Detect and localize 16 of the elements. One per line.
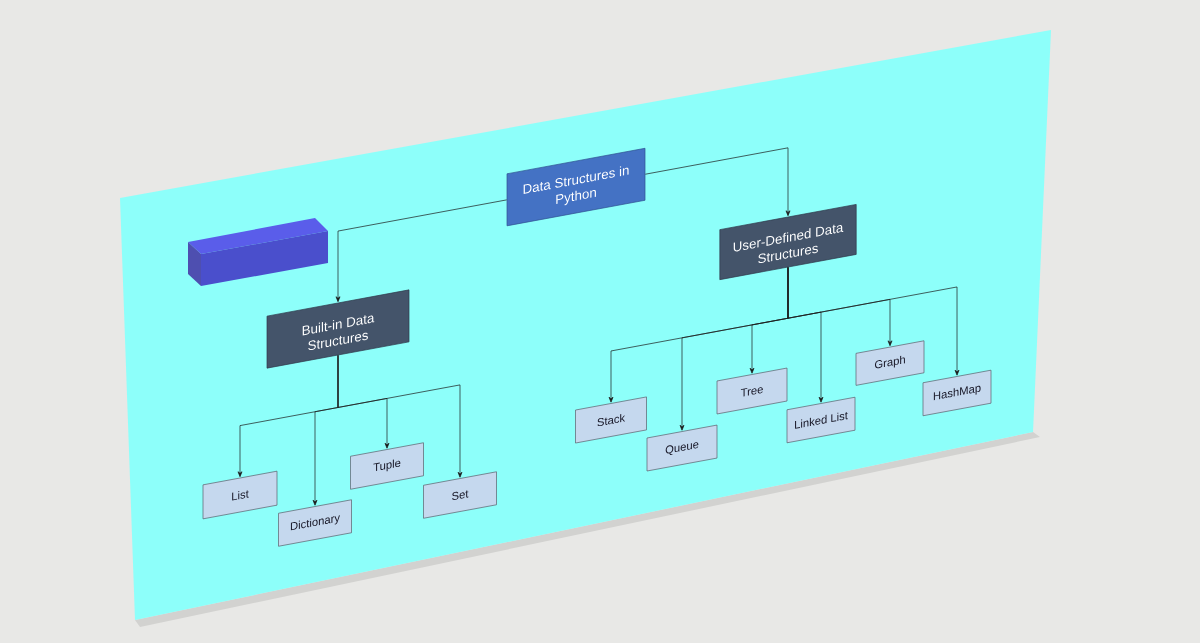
item-box: Set [423, 471, 497, 519]
connector-arrow [787, 267, 960, 376]
connector-arrow [335, 199, 507, 303]
item-box: Dictionary [278, 499, 352, 547]
item-box: Queue [646, 424, 718, 472]
root-box: Data Structures in Python [506, 147, 646, 227]
item-box: Tree [716, 367, 788, 415]
item-box: Graph [855, 340, 925, 386]
category-box: Built-in Data Structures [266, 289, 410, 369]
connector-arrow [645, 147, 791, 217]
item-box: Linked List [786, 396, 856, 444]
item-box: HashMap [922, 369, 992, 417]
item-box: Stack [575, 396, 647, 444]
connector-arrow [337, 355, 463, 478]
item-box: Tuple [350, 442, 424, 490]
item-box: List [202, 470, 278, 520]
